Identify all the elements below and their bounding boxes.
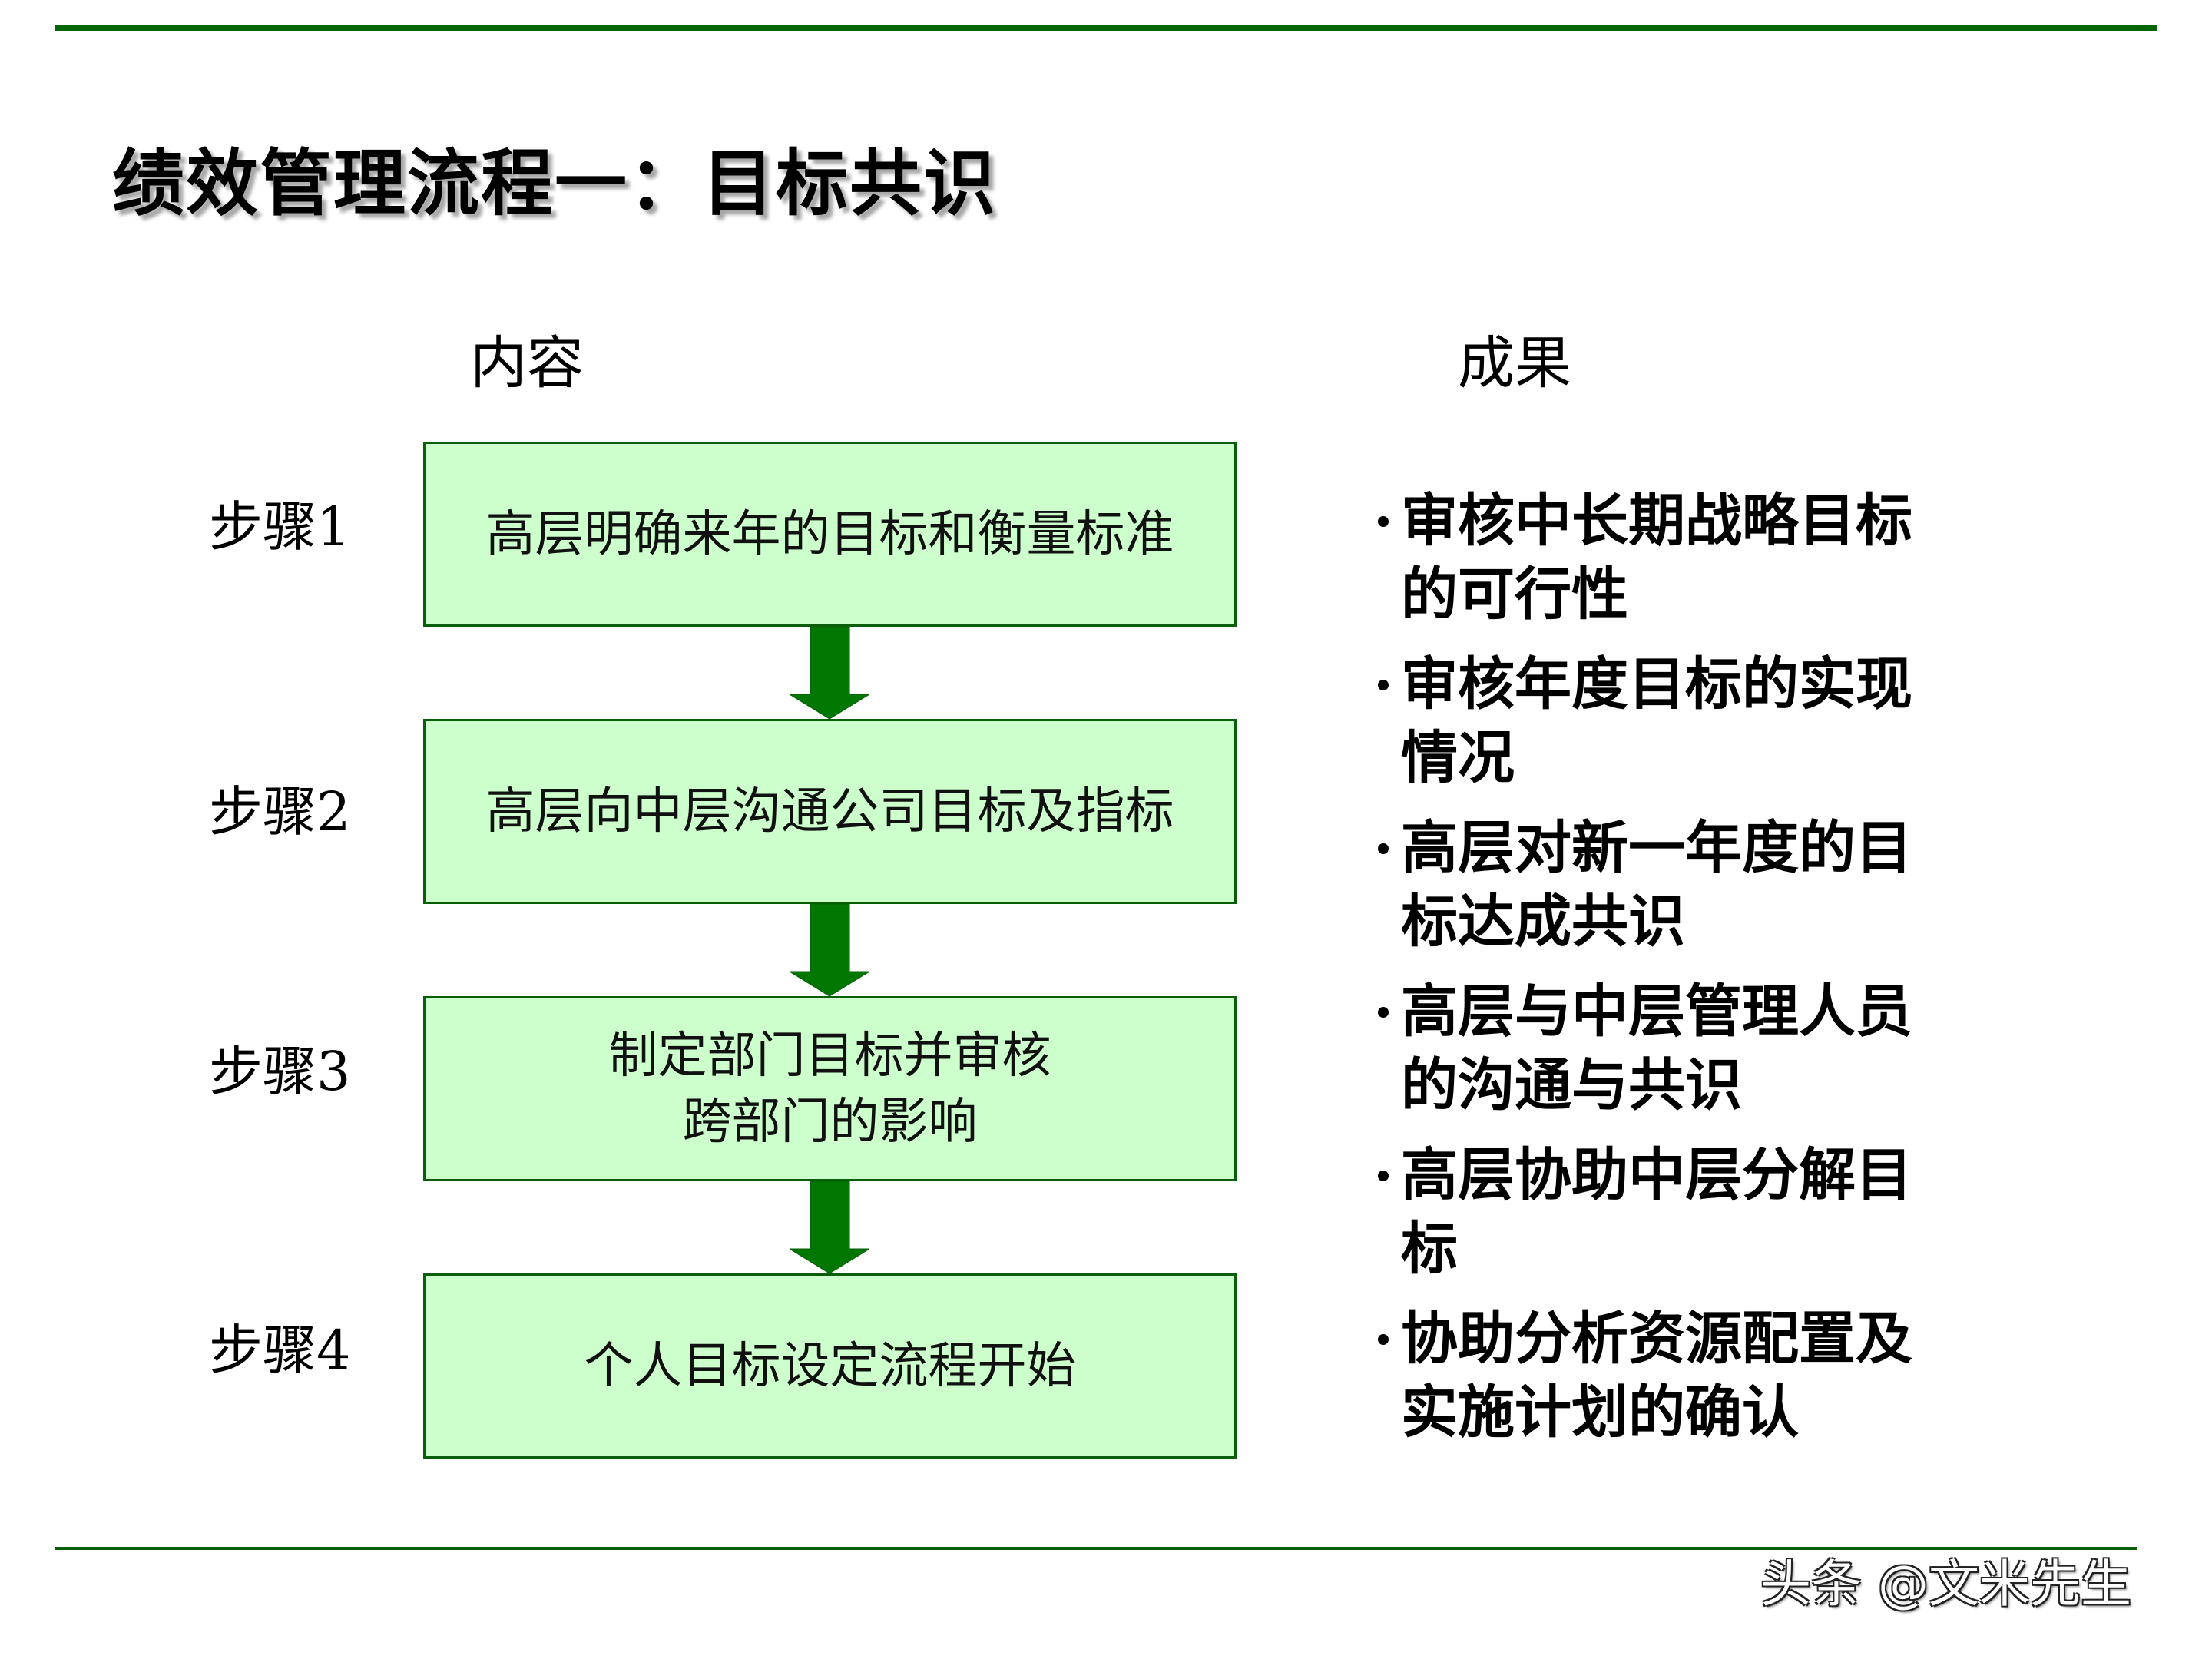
bullet-icon [1378, 1171, 1389, 1181]
result-text: 情况 [1401, 725, 1515, 791]
content-column-header: 内容 [470, 330, 584, 396]
result-item: 审核年度目标的实现 情况 [1375, 647, 2143, 795]
step-box-text: 跨部门的影响 [682, 1093, 978, 1151]
top-rule [55, 25, 2157, 31]
result-text: 审核年度目标的实现 [1401, 651, 1912, 717]
result-item: 高层协助中层分解目 标 [1375, 1138, 2143, 1286]
result-text: 的可行性 [1401, 561, 1628, 628]
bullet-icon [1378, 516, 1389, 527]
bullet-icon [1378, 680, 1389, 690]
result-text: 高层对新一年度的目 [1401, 815, 1912, 881]
step-box-2: 高层向中层沟通公司目标及指标 [423, 719, 1237, 904]
step-label-1: 步骤1 [209, 495, 351, 558]
down-arrow-icon [790, 1181, 869, 1273]
bullet-icon [1378, 1007, 1389, 1018]
step-box-1: 高层明确来年的目标和衡量标准 [423, 442, 1237, 627]
step-box-text: 高层明确来年的目标和衡量标准 [485, 505, 1174, 563]
down-arrow-icon [790, 627, 869, 719]
result-item: 协助分析资源配置及 实施计划的确认 [1375, 1302, 2143, 1449]
bullet-icon [1378, 843, 1389, 854]
step-box-4: 个人目标设定流程开始 [423, 1273, 1237, 1459]
result-text: 的沟通与共识 [1401, 1052, 1742, 1118]
step-box-text: 个人目标设定流程开始 [584, 1337, 1076, 1395]
result-text: 高层协助中层分解目 [1401, 1142, 1912, 1208]
slide-title: 绩效管理流程一：目标共识 [112, 142, 998, 226]
result-text: 协助分析资源配置及 [1401, 1306, 1912, 1372]
bullet-icon [1378, 1334, 1389, 1345]
result-item: 高层对新一年度的目 标达成共识 [1375, 811, 2143, 959]
result-text: 标 [1401, 1216, 1458, 1282]
result-text: 审核中长期战略目标 [1401, 488, 1912, 554]
step-label-3: 步骤3 [209, 1040, 351, 1103]
step-label-4: 步骤4 [209, 1319, 351, 1382]
step-box-3: 制定部门目标并审核 跨部门的影响 [423, 996, 1237, 1181]
result-item: 高层与中层管理人员 的沟通与共识 [1375, 975, 2143, 1122]
step-box-text: 制定部门目标并审核 [608, 1027, 1051, 1084]
result-text: 高层与中层管理人员 [1401, 979, 1912, 1045]
down-arrow-icon [790, 904, 869, 996]
watermark: 头条 @文米先生 [1760, 1555, 2131, 1614]
results-column-header: 成果 [1458, 330, 1571, 396]
step-box-text: 高层向中层沟通公司目标及指标 [485, 783, 1174, 840]
results-list: 审核中长期战略目标 的可行性 审核年度目标的实现 情况 高层对新一年度的目 标达… [1375, 484, 2143, 1465]
result-text: 实施计划的确认 [1401, 1379, 1799, 1445]
step-label-2: 步骤2 [209, 780, 351, 843]
result-item: 审核中长期战略目标 的可行性 [1375, 484, 2143, 631]
result-text: 标达成共识 [1401, 889, 1685, 955]
bottom-rule [55, 1547, 2137, 1550]
